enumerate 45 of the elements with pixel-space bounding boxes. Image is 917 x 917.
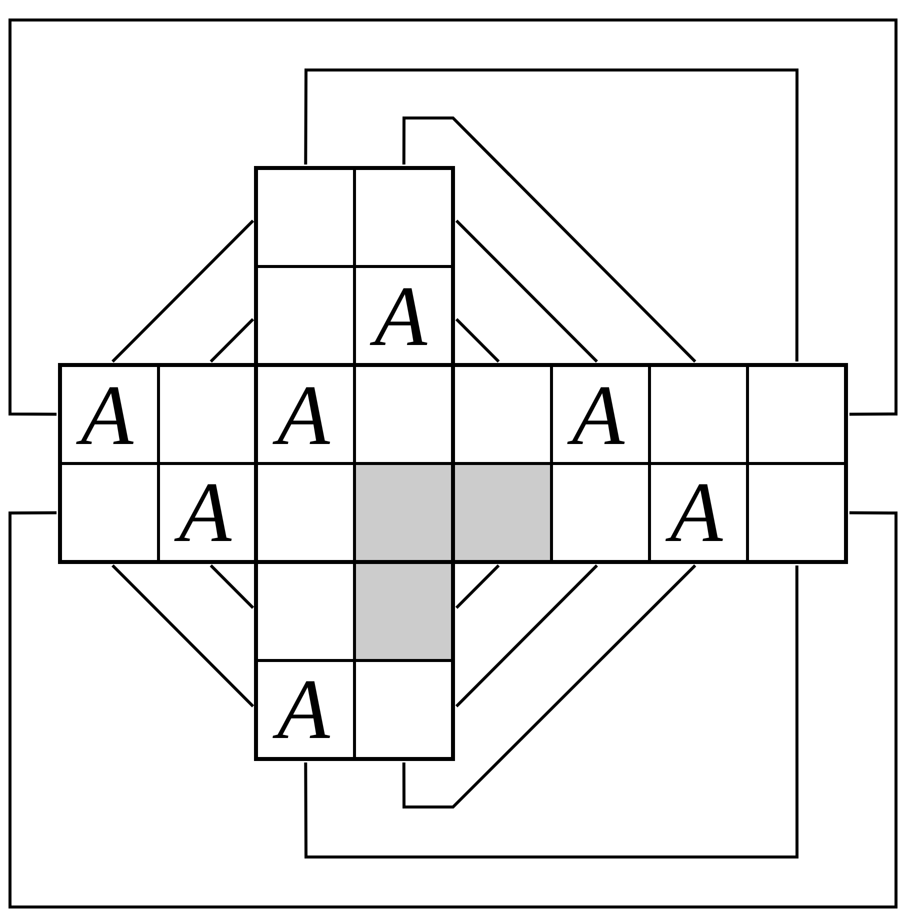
grid-cell [156,462,256,564]
connector-line [455,220,598,363]
grid-cell [353,560,456,660]
connector-line [304,565,798,858]
connector-line [402,564,696,808]
grid-cell [353,166,456,266]
grid-cell [648,462,748,564]
grid-cell [254,560,355,660]
letter-label: A [368,265,440,368]
connector-line [8,18,898,416]
grid-cell [353,462,453,562]
grid-cell [156,362,256,464]
connector-line [455,564,500,609]
grid-cell [58,462,158,564]
connector-line [210,564,254,609]
grid-cell [450,362,552,464]
connector-line [455,564,598,708]
connector-line [8,511,898,908]
connector-line [112,564,254,708]
letter-label: A [664,461,735,564]
grid-cell [648,362,748,464]
grid-cell [254,265,355,365]
grid-cell [254,166,355,266]
grid-cell [353,362,453,464]
letter-label: A [172,461,244,564]
grid-cell [254,462,355,562]
connector-line [210,318,254,363]
grid-cell [353,659,456,762]
connector-line [304,68,798,362]
grid-cell [746,462,848,564]
letter-label: A [271,364,342,467]
grid-cell [450,462,552,564]
letter-label: A [271,658,342,762]
letter-label: A [566,364,636,467]
connector-line [112,220,254,363]
grid-cell [550,362,650,464]
letter-label: A [74,364,146,467]
grid-cell [254,362,355,464]
grid-cell [746,362,848,464]
connector-line [402,116,696,363]
grid-cell [353,265,456,365]
grid-cell [550,462,650,564]
grid-cell [254,659,355,762]
grid-cell [58,362,158,464]
connector-line [455,318,500,363]
